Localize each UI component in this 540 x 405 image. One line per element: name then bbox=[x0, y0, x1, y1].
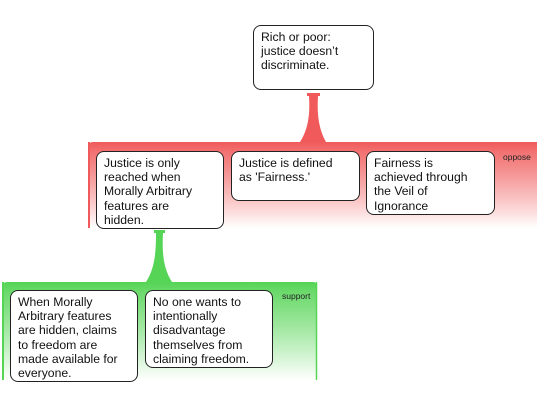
support-reason-card[interactable]: When Morally Arbitrary features are hidd… bbox=[10, 290, 138, 382]
oppose-group-label: oppose bbox=[503, 152, 531, 162]
support-connector bbox=[146, 230, 172, 282]
oppose-reason-card[interactable]: Fairness is achieved through the Veil of… bbox=[366, 151, 495, 215]
support-reason-card[interactable]: No one wants to intentionally disadvanta… bbox=[145, 290, 273, 368]
support-group-label: support bbox=[282, 291, 311, 301]
main-claim-card[interactable]: Rich or poor: justice doesn’t discrimina… bbox=[253, 25, 374, 90]
oppose-reason-card[interactable]: Justice is defined as 'Fairness.' bbox=[231, 151, 360, 201]
oppose-connector bbox=[300, 93, 326, 142]
oppose-reason-card[interactable]: Justice is only reached when Morally Arb… bbox=[96, 151, 224, 229]
